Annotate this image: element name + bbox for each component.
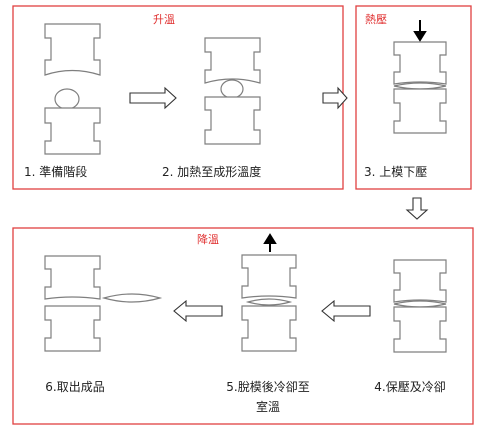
step1-mold: [44, 23, 101, 155]
step5-label-line1: 5.脫模後冷卻至: [226, 379, 309, 394]
heating-stage-title: 升溫: [153, 12, 175, 26]
flow-arrow-5-to-6: [173, 299, 223, 323]
step5-label-line2: 室溫: [256, 399, 280, 414]
flow-arrow-4-to-5: [321, 299, 371, 323]
hot-press-stage-title: 熱壓: [365, 13, 387, 26]
step3-mold: [393, 20, 447, 134]
lower-mold: [241, 305, 297, 352]
flow-arrow-1-to-2: [129, 86, 177, 110]
cooling-stage-frame: [12, 227, 474, 425]
lower-mold: [44, 305, 101, 352]
pressed-glass: [393, 82, 447, 90]
step4-mold: [393, 259, 447, 353]
flow-arrow-2-to-3: [322, 86, 348, 110]
upper-mold: [241, 254, 297, 299]
step1-label: 1. 準備階段: [24, 164, 87, 179]
molded-lens: [245, 298, 293, 306]
step4-label: 4.保壓及冷卻: [374, 380, 445, 394]
step3-label: 3. 上模下壓: [364, 165, 427, 179]
glass-preform: [54, 88, 80, 110]
step2-mold: [204, 37, 261, 145]
upper-mold: [393, 259, 447, 303]
lower-mold: [44, 107, 101, 155]
step5-mold: [241, 233, 297, 352]
flow-arrow-3-to-4: [405, 197, 429, 220]
finished-lens: [101, 293, 163, 303]
upper-mold: [393, 41, 447, 85]
lower-mold: [393, 88, 447, 134]
step2-label: 2. 加熱至成形溫度: [162, 164, 261, 179]
upper-mold: [204, 37, 261, 84]
pressed-glass: [393, 300, 447, 308]
lower-mold: [393, 306, 447, 353]
step6-mold: [44, 255, 163, 352]
step6-label: 6.取出成品: [45, 380, 104, 394]
hot-press-stage-frame: [355, 5, 472, 190]
upper-mold: [44, 23, 101, 76]
upper-mold: [44, 255, 101, 300]
glass-preform: [220, 79, 244, 99]
cooling-stage-title: 降溫: [197, 232, 219, 246]
lower-mold: [204, 96, 261, 145]
